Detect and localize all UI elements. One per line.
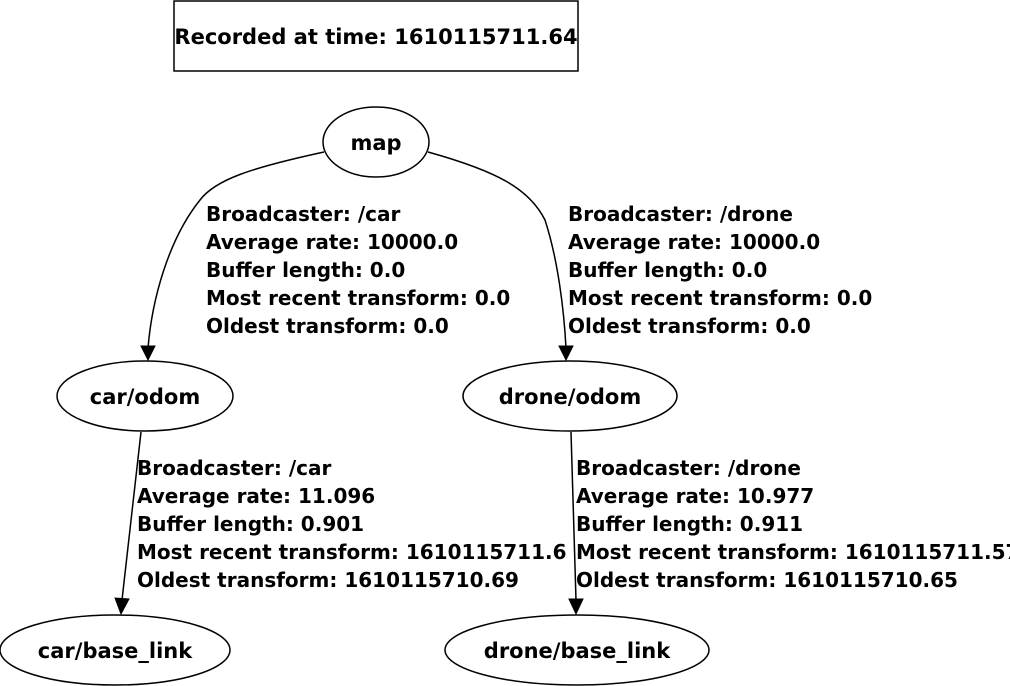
edge-label-buffer-length: Buffer length: 0.0 bbox=[568, 258, 767, 282]
node-ellipse bbox=[462, 360, 678, 432]
edge-label-buffer-length: Buffer length: 0.911 bbox=[576, 512, 803, 536]
edge-map-drone-odom bbox=[427, 151, 574, 362]
node-label: map bbox=[350, 131, 401, 155]
recorded-time-label: Recorded at time: 1610115711.64 bbox=[174, 25, 577, 49]
edge-label-broadcaster: Broadcaster: /car bbox=[137, 456, 332, 480]
edge-label-broadcaster: Broadcaster: /drone bbox=[568, 202, 793, 226]
edge-label-oldest: Oldest transform: 0.0 bbox=[206, 314, 449, 338]
node-ellipse bbox=[444, 614, 710, 686]
node-car-odom[interactable]: car/odom bbox=[56, 360, 234, 432]
edge-label-oldest: Oldest transform: 0.0 bbox=[568, 314, 811, 338]
edge-label-average-rate: Average rate: 10000.0 bbox=[568, 230, 820, 254]
node-drone-odom[interactable]: drone/odom bbox=[462, 360, 678, 432]
edge-line bbox=[121, 431, 142, 601]
node-ellipse bbox=[322, 106, 430, 178]
edge-map-car-odom bbox=[140, 151, 325, 362]
edge-label-average-rate: Average rate: 11.096 bbox=[137, 484, 375, 508]
node-label: drone/odom bbox=[499, 385, 641, 409]
arrowhead bbox=[568, 598, 584, 616]
edge-label-car-odom-base-link: Broadcaster: /car Average rate: 11.096 B… bbox=[137, 456, 567, 592]
node-label: car/base_link bbox=[38, 639, 193, 663]
edge-label-buffer-length: Buffer length: 0.0 bbox=[206, 258, 405, 282]
recorded-time-frame bbox=[173, 0, 579, 72]
edge-label-map-car-odom: Broadcaster: /car Average rate: 10000.0 … bbox=[206, 202, 510, 338]
arrowhead bbox=[558, 345, 574, 362]
edge-label-average-rate: Average rate: 10.977 bbox=[576, 484, 814, 508]
edge-label-oldest: Oldest transform: 1610115710.65 bbox=[576, 568, 958, 592]
edge-line bbox=[147, 151, 325, 349]
edge-label-broadcaster: Broadcaster: /car bbox=[206, 202, 401, 226]
edge-label-most-recent: Most recent transform: 1610115711.57 bbox=[576, 540, 1010, 564]
edge-label-broadcaster: Broadcaster: /drone bbox=[576, 456, 801, 480]
edge-label-oldest: Oldest transform: 1610115710.69 bbox=[137, 568, 519, 592]
edge-line bbox=[570, 431, 577, 601]
edge-drone-odom-base-link bbox=[568, 431, 584, 616]
edge-label-map-drone-odom: Broadcaster: /drone Average rate: 10000.… bbox=[568, 202, 872, 338]
edge-label-buffer-length: Buffer length: 0.901 bbox=[137, 512, 364, 536]
node-label: drone/base_link bbox=[484, 639, 671, 663]
edge-label-average-rate: Average rate: 10000.0 bbox=[206, 230, 458, 254]
node-ellipse bbox=[56, 360, 234, 432]
arrowhead bbox=[114, 597, 130, 616]
edge-label-most-recent: Most recent transform: 1610115711.6 bbox=[137, 540, 567, 564]
edge-car-odom-base-link bbox=[114, 431, 142, 616]
arrowhead bbox=[140, 345, 156, 362]
node-ellipse bbox=[0, 614, 231, 686]
edge-label-most-recent: Most recent transform: 0.0 bbox=[568, 286, 872, 310]
edge-label-drone-odom-base-link: Broadcaster: /drone Average rate: 10.977… bbox=[576, 456, 1010, 592]
node-label: car/odom bbox=[90, 385, 200, 409]
edge-line bbox=[427, 151, 567, 349]
node-car-base-link[interactable]: car/base_link bbox=[0, 614, 231, 686]
node-map[interactable]: map bbox=[322, 106, 430, 178]
recorded-time-box: Recorded at time: 1610115711.64 bbox=[173, 0, 579, 72]
node-drone-base-link[interactable]: drone/base_link bbox=[444, 614, 710, 686]
edge-label-most-recent: Most recent transform: 0.0 bbox=[206, 286, 510, 310]
